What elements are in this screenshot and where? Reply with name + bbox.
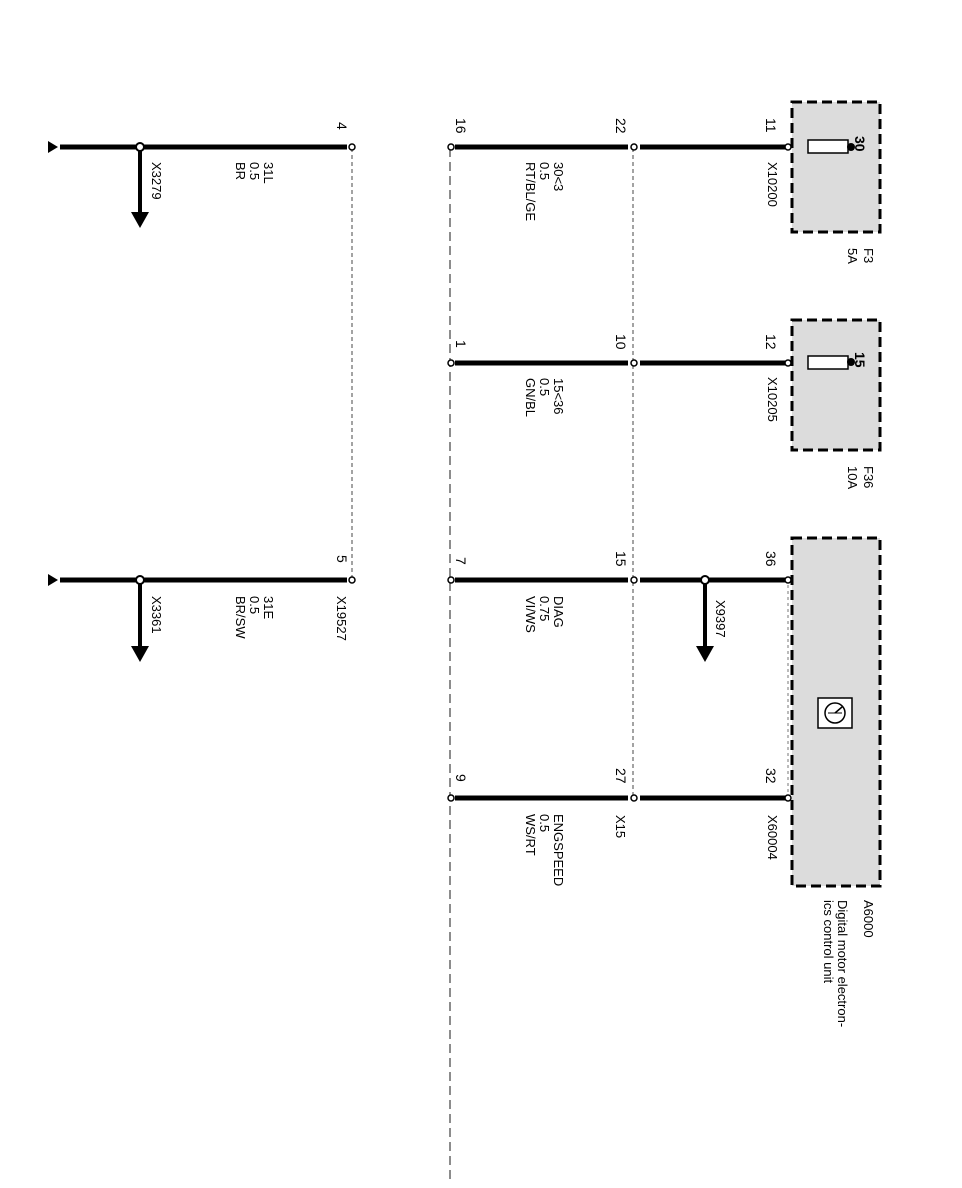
wire-4-size: 0.5 (537, 814, 552, 832)
pin-32: 32 (763, 768, 779, 784)
control-unit-desc-2: ics control unit (821, 900, 836, 983)
fuse-f36-pin: 15 (852, 352, 868, 368)
pin-7: 7 (453, 557, 469, 565)
connector-pins (348, 143, 792, 802)
pin-5: 5 (334, 555, 350, 563)
connector-x60004: X60004 (765, 815, 780, 860)
pin-27: 27 (613, 768, 629, 784)
pin-9: 9 (453, 774, 469, 782)
wire-6-color: BR/SW (233, 596, 248, 639)
connector-labels: X10200 X10205 X9397 X60004 X15 X19527 X3… (149, 162, 780, 860)
wire-3-color: VI/WS (523, 596, 538, 633)
splice-x9397-arrow (696, 575, 714, 662)
wire-4-color: WS/RT (523, 814, 538, 856)
connector-x10200: X10200 (765, 162, 780, 207)
pin-12: 12 (763, 334, 779, 350)
pin-16: 16 (453, 118, 469, 134)
connector-x3361: X3361 (149, 596, 164, 634)
wire-1-color: RT/BL/GE (523, 162, 538, 221)
splice-x3279-arrow (131, 142, 149, 228)
pin-4: 4 (334, 122, 350, 130)
control-unit-desc-1: Digital motor electron- (835, 900, 850, 1027)
control-unit-id: A6000 (861, 900, 876, 938)
wire-end-terminals (48, 141, 58, 586)
fuse-f3-pin: 30 (852, 136, 868, 152)
pin-15: 15 (613, 551, 629, 567)
wire-5-signal: 31L (261, 162, 276, 184)
fuse-f36-id: F36 (861, 466, 876, 488)
wire-3-size: 0.75 (537, 596, 552, 621)
connector-x9397: X9397 (713, 600, 728, 638)
wire-2-signal: 15<36 (551, 378, 566, 415)
pin-11: 11 (763, 118, 779, 133)
component-labels: F3 5A F36 10A A6000 Digital motor electr… (821, 248, 876, 1027)
fuse-f36-rating: 10A (845, 466, 860, 489)
connector-x19527: X19527 (334, 596, 349, 641)
wire-6-signal: 31E (261, 596, 276, 619)
wire-4-signal: ENGSPEED (551, 814, 566, 886)
connector-x3279: X3279 (149, 162, 164, 200)
fuse-f3-rating: 5A (845, 248, 860, 264)
wire-6-size: 0.5 (247, 596, 262, 614)
fuse-f3-symbol (807, 139, 849, 154)
fuse-f36-terminal (847, 358, 855, 366)
wire-2-size: 0.5 (537, 378, 552, 396)
fuse-f3-terminal (847, 143, 855, 151)
wire-5-size: 0.5 (247, 162, 262, 180)
pin-36: 36 (763, 551, 779, 567)
pin-10: 10 (613, 334, 629, 350)
wire-5-color: BR (233, 162, 248, 180)
pin-labels: 11 12 36 32 22 10 15 27 16 1 7 9 4 5 (334, 118, 779, 784)
fuse-f36-box (790, 318, 882, 452)
wire-descriptions: 30<3 0.5 RT/BL/GE 15<36 0.5 GN/BL DIAG 0… (233, 162, 566, 886)
pin-1: 1 (453, 340, 469, 348)
wire-3-signal: DIAG (551, 596, 566, 628)
wire-1-size: 0.5 (537, 162, 552, 180)
fuse-f3-box (790, 100, 882, 234)
wire-2-color: GN/BL (523, 378, 538, 417)
connector-x10205: X10205 (765, 377, 780, 422)
pin-22: 22 (613, 118, 629, 134)
wire-1-signal: 30<3 (551, 162, 566, 191)
fuse-f3-id: F3 (861, 248, 876, 263)
fuse-f36-symbol (807, 355, 849, 370)
splice-x3361-arrow (131, 575, 149, 662)
connector-x15: X15 (613, 815, 628, 838)
diagnostic-gauge-icon (817, 697, 853, 729)
